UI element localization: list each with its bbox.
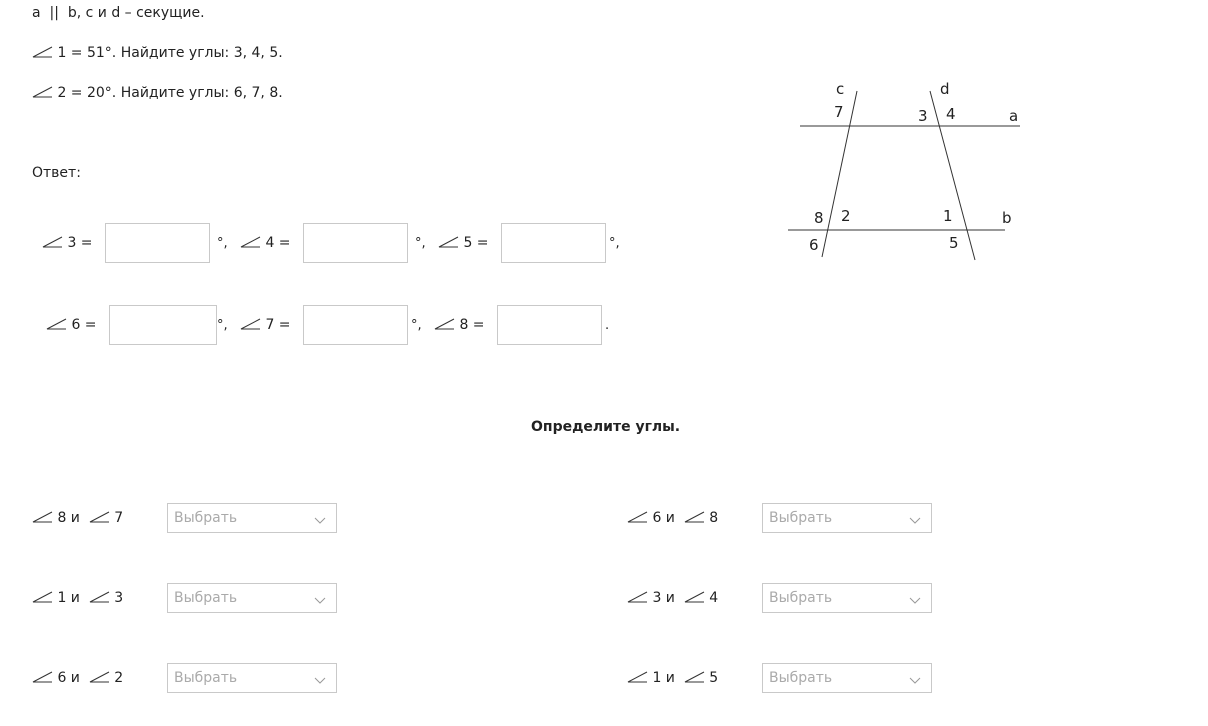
chevron-down-icon	[909, 673, 921, 689]
chevron-down-icon	[909, 593, 921, 609]
pair-6-8-select[interactable]: Выбрать	[762, 503, 932, 533]
angle-label-3: 3	[918, 107, 928, 125]
pair-1-5-label: 1 и 5	[627, 670, 718, 686]
angle-icon	[32, 511, 53, 523]
select-placeholder: Выбрать	[174, 590, 238, 606]
degree-suffix: °,	[411, 318, 422, 333]
select-placeholder: Выбрать	[769, 510, 833, 526]
problem-text: 1 = 51°. Найдите углы: 3, 4, 5.	[57, 45, 283, 61]
angle-3-label: 3 =	[42, 235, 93, 251]
angle-icon	[627, 511, 648, 523]
degree-suffix: °,	[217, 236, 228, 251]
angle-label-1: 1	[943, 207, 953, 225]
chevron-down-icon	[909, 513, 921, 529]
angle-5-input[interactable]	[501, 223, 606, 263]
angle-icon	[89, 511, 110, 523]
angle-3-input[interactable]	[105, 223, 210, 263]
label-c: c	[836, 80, 844, 98]
angle-label-2: 2	[841, 207, 851, 225]
angle-icon	[89, 671, 110, 683]
angle-5-label: 5 =	[438, 235, 489, 251]
pair-8-7-select[interactable]: Выбрать	[167, 503, 337, 533]
angle-icon	[627, 591, 648, 603]
angle-icon	[32, 46, 53, 58]
angle-icon	[438, 236, 459, 248]
label-b: b	[1002, 209, 1012, 227]
angle-icon	[32, 671, 53, 683]
pair-6-2-label: 6 и 2	[32, 670, 123, 686]
angle-label-7: 7	[834, 103, 844, 121]
pair-3-4-select[interactable]: Выбрать	[762, 583, 932, 613]
pair-1-5-select[interactable]: Выбрать	[762, 663, 932, 693]
angle-6-label: 6 =	[46, 317, 97, 333]
angle-icon	[42, 236, 63, 248]
problem-line-3: 2 = 20°. Найдите углы: 6, 7, 8.	[32, 85, 283, 101]
line-a-label: a	[32, 5, 41, 21]
pair-3-4-label: 3 и 4	[627, 590, 718, 606]
line-d	[929, 90, 976, 261]
chevron-down-icon	[314, 593, 326, 609]
select-placeholder: Выбрать	[769, 590, 833, 606]
period-suffix: .	[605, 318, 610, 333]
label-a: a	[1009, 107, 1018, 125]
angle-7-label: 7 =	[240, 317, 291, 333]
angle-icon	[684, 671, 705, 683]
pair-8-7-label: 8 и 7	[32, 510, 123, 526]
chevron-down-icon	[314, 673, 326, 689]
angle-8-label: 8 =	[434, 317, 485, 333]
angle-label-6: 6	[809, 236, 819, 254]
problem-line-2: 1 = 51°. Найдите углы: 3, 4, 5.	[32, 45, 283, 61]
pair-6-2-select[interactable]: Выбрать	[167, 663, 337, 693]
angle-icon	[240, 236, 261, 248]
problem-line-1: a || b, c и d – секущие.	[32, 5, 205, 21]
pair-1-3-label: 1 и 3	[32, 590, 123, 606]
angle-label-8: 8	[814, 209, 824, 227]
angle-icon	[684, 591, 705, 603]
degree-suffix: °,	[415, 236, 426, 251]
degree-suffix: °,	[609, 236, 620, 251]
angle-label-5: 5	[949, 234, 959, 252]
select-placeholder: Выбрать	[769, 670, 833, 686]
label-d: d	[940, 80, 950, 98]
pair-1-3-select[interactable]: Выбрать	[167, 583, 337, 613]
chevron-down-icon	[314, 513, 326, 529]
angle-8-input[interactable]	[497, 305, 602, 345]
pair-6-8-label: 6 и 8	[627, 510, 718, 526]
angle-icon	[627, 671, 648, 683]
angle-icon	[32, 591, 53, 603]
angle-6-input[interactable]	[109, 305, 217, 345]
angle-icon	[684, 511, 705, 523]
answer-label: Ответ:	[32, 165, 81, 181]
angle-icon	[89, 591, 110, 603]
geometry-figure: c d a b 7 3 4 8 2 1 6 5	[788, 80, 1020, 261]
select-placeholder: Выбрать	[174, 510, 238, 526]
problem-text: 2 = 20°. Найдите углы: 6, 7, 8.	[57, 85, 283, 101]
section-title: Определите углы.	[531, 419, 681, 435]
angle-icon	[434, 318, 455, 330]
parallel-symbol: ||	[49, 5, 59, 21]
angle-label-4: 4	[946, 105, 956, 123]
angle-icon	[32, 86, 53, 98]
angle-7-input[interactable]	[303, 305, 408, 345]
angle-4-input[interactable]	[303, 223, 408, 263]
angle-4-label: 4 =	[240, 235, 291, 251]
degree-suffix: °,	[217, 318, 228, 333]
angle-icon	[240, 318, 261, 330]
line-c	[821, 90, 858, 258]
angle-icon	[46, 318, 67, 330]
select-placeholder: Выбрать	[174, 670, 238, 686]
problem-text: b, c и d – секущие.	[67, 5, 205, 21]
